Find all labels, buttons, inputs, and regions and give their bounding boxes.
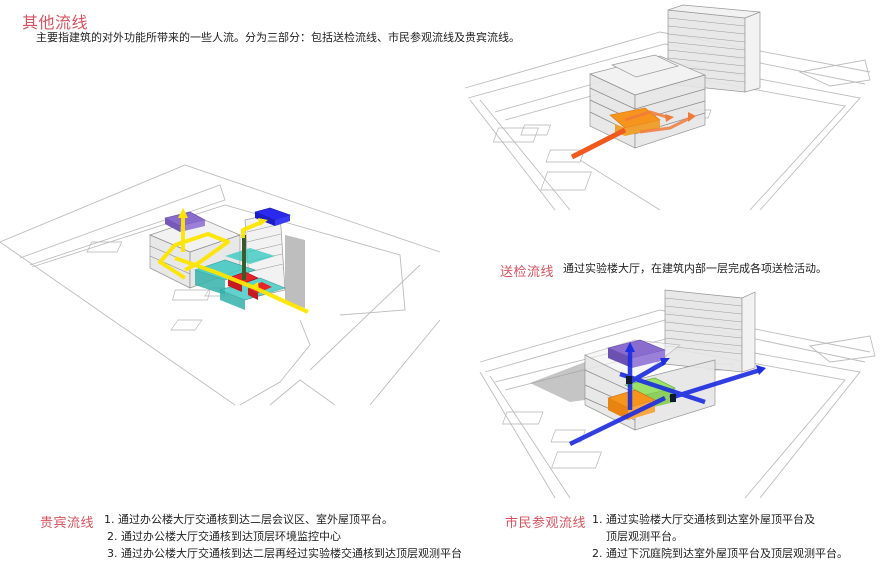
citizen-flow-arrows: [569, 352, 761, 447]
parking-lots: [502, 363, 734, 469]
vip-flow-item: 1. 通过办公楼大厅交通核到达二层会议区、室外屋顶平台。: [104, 513, 393, 526]
office-tower: [664, 289, 756, 373]
vip-flow-list: 1. 通过办公楼大厅交通核到达二层会议区、室外屋顶平台。 2. 通过办公楼大厅交…: [104, 511, 462, 562]
parking-lots: [492, 109, 712, 191]
citizen-flow-item: 1. 通过实验楼大厅交通核到达室外屋顶平台及: [592, 513, 815, 526]
vip-flow-title: 贵宾流线: [40, 516, 95, 531]
citizen-flow-diagram: [479, 289, 876, 499]
lab-building: [588, 54, 707, 149]
intro-description: 主要指建筑的对外功能所带来的一些人流。分为三部分：包括送检流线、市民参观流线及贵…: [36, 31, 520, 44]
inspection-flow-diagram: [464, 4, 871, 211]
citizen-flow-item: 顶层观测平台。: [606, 530, 683, 543]
site-roads: [464, 31, 871, 211]
vertical-core: [242, 235, 246, 280]
citizen-flow-list: 1. 通过实验楼大厅交通核到达室外屋顶平台及 顶层观测平台。 2. 通过下沉庭院…: [592, 511, 848, 562]
building-shadow: [530, 362, 585, 402]
observation-zone: [607, 339, 666, 368]
inspection-flow-arrows: [570, 107, 696, 160]
vip-flow-diagram: [0, 164, 441, 406]
vip-flow-item: 2. 通过办公楼大厅交通核到达顶层环境监控中心: [107, 530, 341, 543]
site-roads: [0, 164, 441, 406]
intro-title: 其他流线: [22, 13, 89, 32]
citizen-flow-item: 2. 通过下沉庭院到达室外屋顶平台及顶层观测平台。: [592, 547, 848, 560]
vip-flow-item: 3. 通过办公楼大厅交通核到达二层再经过实验楼交通核到达顶层观测平台: [107, 547, 462, 560]
citizen-flow-title: 市民参观流线: [505, 516, 587, 531]
inspection-flow-title: 送检流线: [500, 265, 555, 280]
inspection-flow-description: 通过实验楼大厅，在建筑内部一层完成各项送检活动。: [563, 262, 827, 275]
